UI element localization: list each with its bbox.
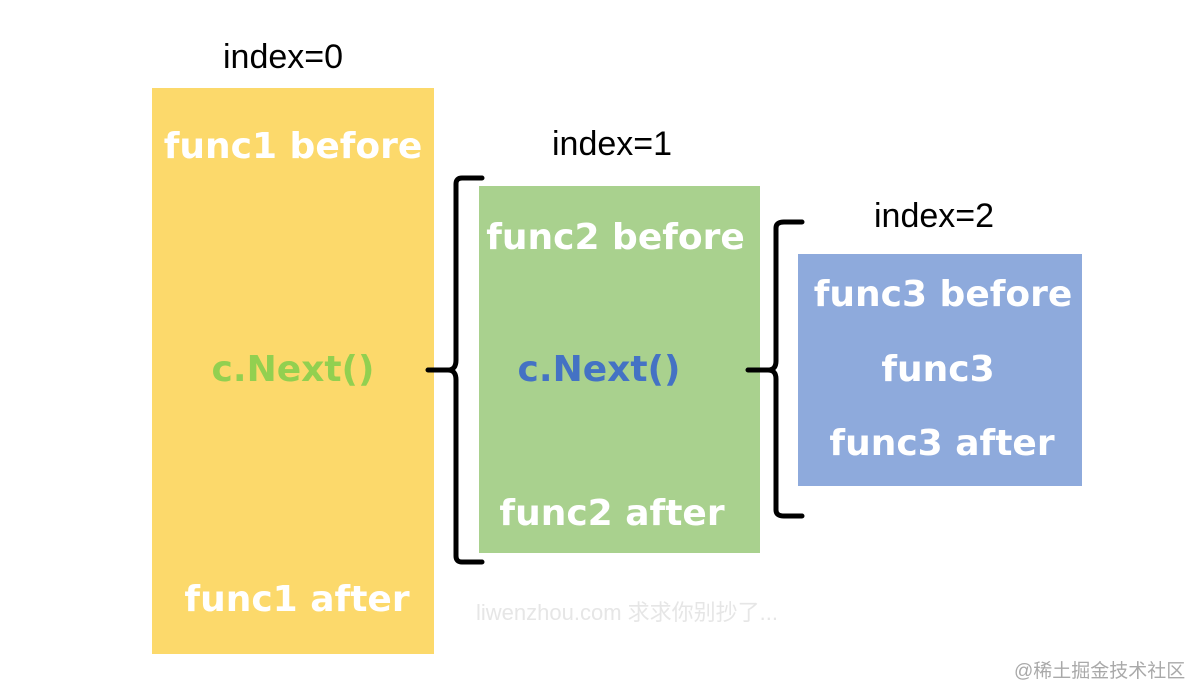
platform-credit: @稀土掘金技术社区	[1014, 661, 1186, 682]
func3-text: func3	[881, 349, 995, 390]
func1-before-text: func1 before	[163, 126, 423, 167]
func2-after-text: func2 after	[499, 493, 725, 534]
func3-box	[798, 254, 1082, 486]
c-next-call-2: c.Next()	[517, 349, 681, 390]
index-label-0: index=0	[223, 38, 344, 76]
left-brace-2	[745, 219, 805, 519]
index-label-1: index=1	[552, 125, 673, 163]
func1-after-text: func1 after	[184, 579, 410, 620]
watermark-text: liwenzhou.com 求求你别抄了...	[476, 600, 778, 625]
func2-box	[479, 186, 760, 553]
func3-after-text: func3 after	[829, 423, 1055, 464]
index-label-2: index=2	[874, 197, 995, 235]
func3-before-text: func3 before	[813, 274, 1073, 315]
func2-before-text: func2 before	[486, 217, 745, 258]
c-next-call-1: c.Next()	[211, 349, 375, 390]
left-brace-1	[425, 175, 485, 565]
func1-box	[152, 88, 434, 654]
